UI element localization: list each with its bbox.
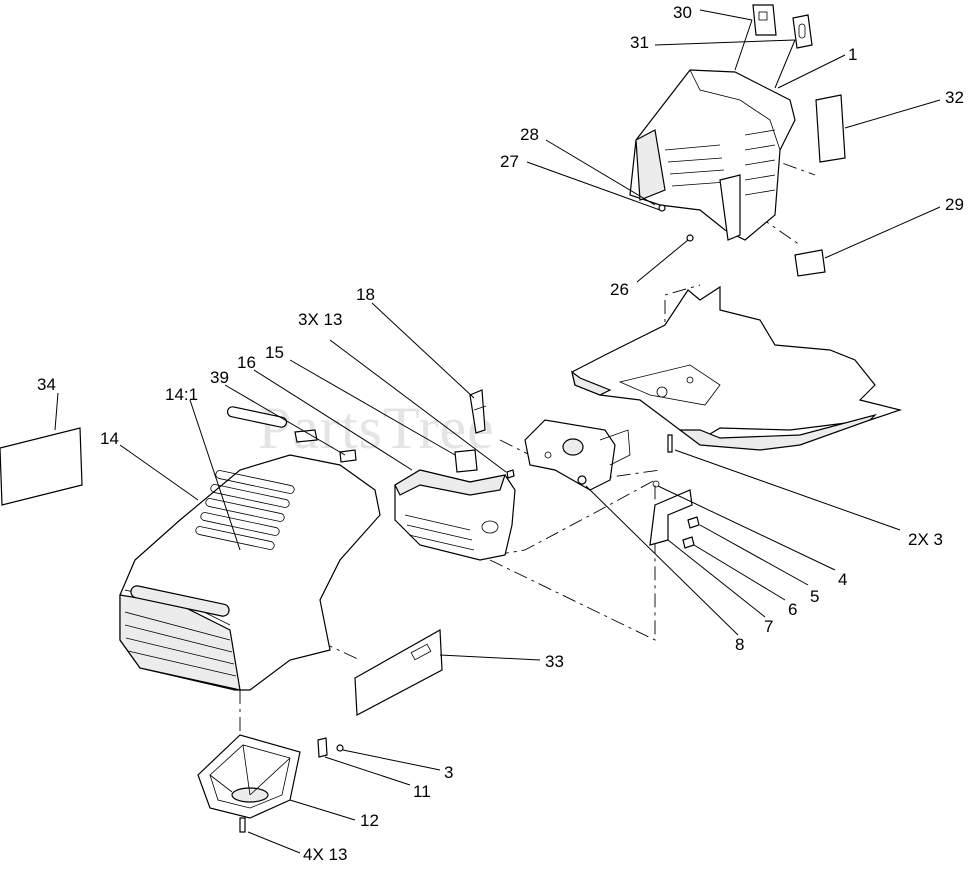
callout-27: 27 <box>500 152 519 171</box>
decal-33 <box>354 628 443 716</box>
decal-32 <box>815 94 846 163</box>
callout-26: 26 <box>610 280 629 299</box>
decal-30 <box>752 4 777 36</box>
decal-14-1 <box>226 406 288 428</box>
leader-lines <box>54 9 941 854</box>
callout-32: 32 <box>945 88 964 107</box>
part-seat-pan <box>629 69 796 241</box>
watermark-text: PartsTree <box>258 395 495 461</box>
callout-15: 15 <box>265 343 284 362</box>
part-11-clip <box>317 737 344 758</box>
callout-3: 3 <box>444 763 453 782</box>
callout-1: 1 <box>848 45 857 64</box>
callout-labels: 30 31 1 32 28 27 29 26 18 3X 13 15 16 39… <box>37 3 964 864</box>
callout-16: 16 <box>237 353 256 372</box>
callout-31: 31 <box>630 33 649 52</box>
part-side-bracket <box>577 475 700 549</box>
decal-16 <box>339 449 357 463</box>
callout-4: 4 <box>838 570 847 589</box>
callout-29: 29 <box>945 195 964 214</box>
hood-vents <box>195 470 295 550</box>
decal-34 <box>0 427 83 506</box>
callout-28: 28 <box>520 125 539 144</box>
part-dash-panel <box>394 469 516 561</box>
part-floor-pan <box>571 285 903 451</box>
callout-14: 14 <box>100 429 119 448</box>
part-12-grille-tray <box>197 734 301 833</box>
callout-14-1: 14:1 <box>165 385 198 404</box>
decal-39 <box>294 429 318 443</box>
callout-5: 5 <box>810 587 819 606</box>
callout-18: 18 <box>356 285 375 304</box>
callout-30: 30 <box>673 3 692 22</box>
callout-12: 12 <box>360 811 379 830</box>
washer-26 <box>686 234 694 242</box>
part-18-clip <box>469 389 487 434</box>
callout-34: 34 <box>37 375 56 394</box>
callout-4x13: 4X 13 <box>303 845 347 864</box>
bolt-3x13 <box>506 469 515 479</box>
callout-8: 8 <box>735 635 744 654</box>
decal-29 <box>794 249 826 277</box>
callout-2x3: 2X 3 <box>908 530 943 549</box>
nut-27 <box>658 204 666 212</box>
callout-7: 7 <box>764 617 773 636</box>
bolt-2x3 <box>667 434 673 453</box>
callout-11: 11 <box>413 782 431 801</box>
decal-15 <box>454 449 478 473</box>
decal-31 <box>792 14 813 49</box>
callout-6: 6 <box>788 600 797 619</box>
callout-3x13: 3X 13 <box>298 310 342 329</box>
part-hood <box>119 454 381 691</box>
callout-33: 33 <box>545 652 564 671</box>
callout-39: 39 <box>210 368 229 387</box>
part-console-bracket <box>524 419 631 491</box>
